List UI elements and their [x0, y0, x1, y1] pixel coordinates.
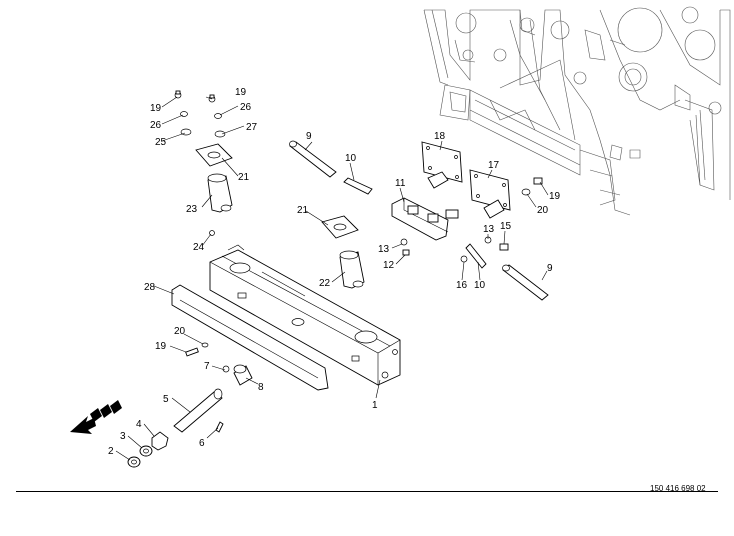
pin-10b-part — [465, 243, 487, 269]
callout-28: 28 — [144, 282, 156, 293]
flange-plate-21b-part — [321, 215, 359, 239]
shaft-5-part — [173, 388, 223, 433]
callout-3: 3 — [120, 431, 126, 442]
callout-20a: 20 — [537, 205, 549, 216]
callout-22: 22 — [319, 278, 331, 289]
callout-10b: 10 — [474, 280, 486, 291]
cylinder-23-part — [207, 173, 233, 213]
callout-2: 2 — [108, 446, 114, 457]
callout-labels: 19 19 26 26 25 27 21 23 24 9 10 21 22 11… — [108, 87, 561, 457]
plate-17-part — [469, 169, 511, 219]
callout-11: 11 — [395, 178, 406, 189]
leader-lines — [115, 96, 549, 461]
callout-26a: 26 — [150, 120, 162, 131]
callout-15: 15 — [500, 221, 512, 232]
callout-26b: 26 — [240, 102, 252, 113]
callout-13a: 13 — [378, 244, 390, 255]
callout-18: 18 — [434, 131, 446, 142]
callout-25: 25 — [155, 137, 167, 148]
callout-1: 1 — [372, 400, 378, 411]
callout-5: 5 — [163, 394, 169, 405]
cover-plate-part — [171, 284, 329, 391]
callout-9b: 9 — [547, 263, 553, 274]
callout-8: 8 — [258, 382, 264, 393]
callout-20b: 20 — [174, 326, 186, 337]
callout-21a: 21 — [238, 172, 250, 183]
pin-10a-part — [343, 177, 373, 195]
flange-plate-21a-part — [195, 143, 233, 167]
callout-9a: 9 — [306, 131, 312, 142]
main-beam-part — [209, 244, 401, 386]
callout-7: 7 — [204, 361, 210, 372]
bushing-8-part — [233, 364, 253, 386]
callout-19a: 19 — [150, 103, 162, 114]
nut-4-part — [151, 431, 169, 451]
direction-arrow-icon — [70, 400, 122, 434]
callout-17: 17 — [488, 160, 500, 171]
callout-6: 6 — [199, 438, 205, 449]
callout-10a: 10 — [345, 153, 357, 164]
callout-19b: 19 — [235, 87, 247, 98]
callout-27: 27 — [246, 122, 258, 133]
valve-block-part — [391, 197, 459, 241]
document-number: 150 416 698 02 — [650, 484, 706, 493]
callout-19c: 19 — [549, 191, 561, 202]
plate-18-part — [421, 141, 463, 189]
nut-2-part — [127, 456, 141, 468]
callout-24: 24 — [193, 242, 205, 253]
machine-frame — [423, 6, 731, 216]
callout-13b: 13 — [483, 224, 495, 235]
cylinder-22-part — [339, 250, 365, 289]
callout-4: 4 — [136, 419, 142, 430]
callout-12: 12 — [383, 260, 395, 271]
bottom-rule — [16, 491, 718, 492]
callout-23: 23 — [186, 204, 198, 215]
callout-19d: 19 — [155, 341, 167, 352]
pin-9a-part — [289, 140, 337, 178]
callout-21b: 21 — [297, 205, 309, 216]
washer-3-part — [139, 445, 153, 457]
callout-16: 16 — [456, 280, 468, 291]
pin-6-part — [215, 421, 224, 433]
pin-9b-part — [502, 264, 549, 301]
